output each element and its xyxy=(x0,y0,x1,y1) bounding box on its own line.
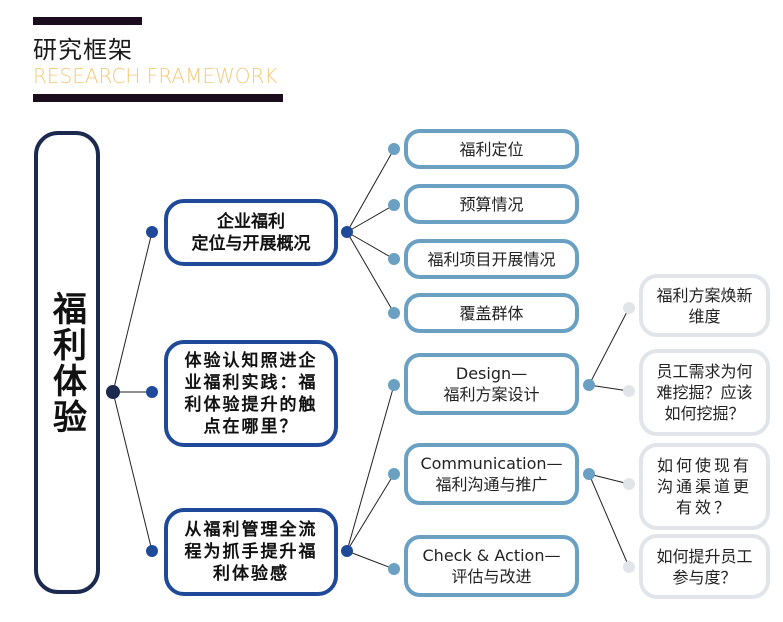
l2-dot-1 xyxy=(388,143,400,155)
level3-label: 福利方案焕新维度 xyxy=(656,285,753,326)
l2-dot-3 xyxy=(388,253,400,265)
l2-dot-comm xyxy=(388,468,400,480)
level1-node-overview: 企业福利 定位与开展概况 xyxy=(164,199,338,266)
connector-l1-overview-4 xyxy=(346,231,395,314)
level1-label: 企业福利 定位与开展概况 xyxy=(191,211,311,254)
l3-dot-4 xyxy=(623,561,635,573)
connector-design-l3-1 xyxy=(588,307,630,386)
level1-node-process: 从福利管理全流程为抓手提升福利体验感 xyxy=(164,508,338,596)
header-bottom-bar xyxy=(33,94,283,102)
page-title: 研究框架 xyxy=(33,36,133,64)
level2-label-cn: 评估与改进 xyxy=(451,567,532,586)
level2-label: 福利项目开展情况 xyxy=(427,249,556,269)
level2-node: 预算情况 xyxy=(404,184,579,224)
l2-dot-2 xyxy=(388,199,400,211)
level2-label-cn: 福利方案设计 xyxy=(443,385,540,404)
connector-comm-l3-1 xyxy=(588,473,630,485)
l3-dot-3 xyxy=(623,478,635,490)
l3-dot-2 xyxy=(623,385,635,397)
level2-node-design: Design— 福利方案设计 xyxy=(404,353,579,415)
l1-dot-in-3 xyxy=(146,545,158,557)
root-label: 福利体验 xyxy=(46,290,87,435)
level2-label: 福利定位 xyxy=(459,139,524,159)
level2-node-communication: Communication— 福利沟通与推广 xyxy=(404,443,579,505)
level2-node-check-action: Check & Action— 评估与改进 xyxy=(404,535,579,597)
l2-dot-check xyxy=(388,563,400,575)
connector-l1-overview-1 xyxy=(346,148,395,233)
connector-l1-process-3 xyxy=(346,550,395,570)
l1-dot-out-3 xyxy=(341,545,353,557)
l2-dot-design xyxy=(388,379,400,391)
l2-dot-4 xyxy=(388,307,400,319)
level3-node: 员工需求为何难挖掘？应该如何挖掘？ xyxy=(639,349,770,436)
connector-l1-overview-2 xyxy=(346,204,395,233)
connector-design-l3-2 xyxy=(588,384,630,392)
connector-l1-process-2 xyxy=(346,473,395,552)
l1-dot-out-1 xyxy=(341,226,353,238)
level3-label: 员工需求为何难挖掘？应该如何挖掘？ xyxy=(656,362,753,423)
header-top-bar xyxy=(33,17,142,25)
level3-node: 如何提升员工参与度？ xyxy=(639,534,770,599)
root-connector-dot xyxy=(106,385,120,399)
connector-comm-l3-2 xyxy=(588,473,630,568)
level2-label-en: Communication— xyxy=(420,454,563,473)
l2-dot-design-out xyxy=(583,379,595,391)
page-subtitle: RESEARCH FRAMEWORK xyxy=(33,64,278,88)
level2-label: 覆盖群体 xyxy=(459,303,524,323)
level3-label: 如何提升员工参与度？ xyxy=(656,546,753,587)
level2-label-cn: 福利沟通与推广 xyxy=(435,475,548,494)
level1-node-touchpoints: 体验认知照进企业福利实践：福利体验提升的触点在哪里？ xyxy=(164,340,338,447)
level3-node: 福利方案焕新维度 xyxy=(639,274,770,337)
level1-label: 体验认知照进企业福利实践：福利体验提升的触点在哪里？ xyxy=(184,350,318,437)
l1-dot-in-1 xyxy=(146,226,158,238)
connector-root-l1-3 xyxy=(112,391,153,552)
level2-node: 福利项目开展情况 xyxy=(404,239,579,279)
level2-label-en: Check & Action— xyxy=(422,546,561,565)
level3-label: 如何使现有沟通渠道更有效？ xyxy=(656,456,752,517)
connector-l1-process-1 xyxy=(346,384,395,552)
level2-node: 覆盖群体 xyxy=(404,293,579,333)
level1-label: 从福利管理全流程为抓手提升福利体验感 xyxy=(184,520,318,584)
connector-root-l1-1 xyxy=(112,231,153,393)
l3-dot-1 xyxy=(623,302,635,314)
connector-l1-overview-3 xyxy=(346,231,395,260)
level3-node: 如何使现有沟通渠道更有效？ xyxy=(639,443,770,530)
level2-label: 预算情况 xyxy=(459,194,524,214)
l1-dot-in-2 xyxy=(146,386,158,398)
l2-dot-comm-out xyxy=(583,468,595,480)
root-node: 福利体验 xyxy=(34,131,100,594)
level2-node: 福利定位 xyxy=(404,129,579,169)
level2-label-en: Design— xyxy=(455,364,528,383)
